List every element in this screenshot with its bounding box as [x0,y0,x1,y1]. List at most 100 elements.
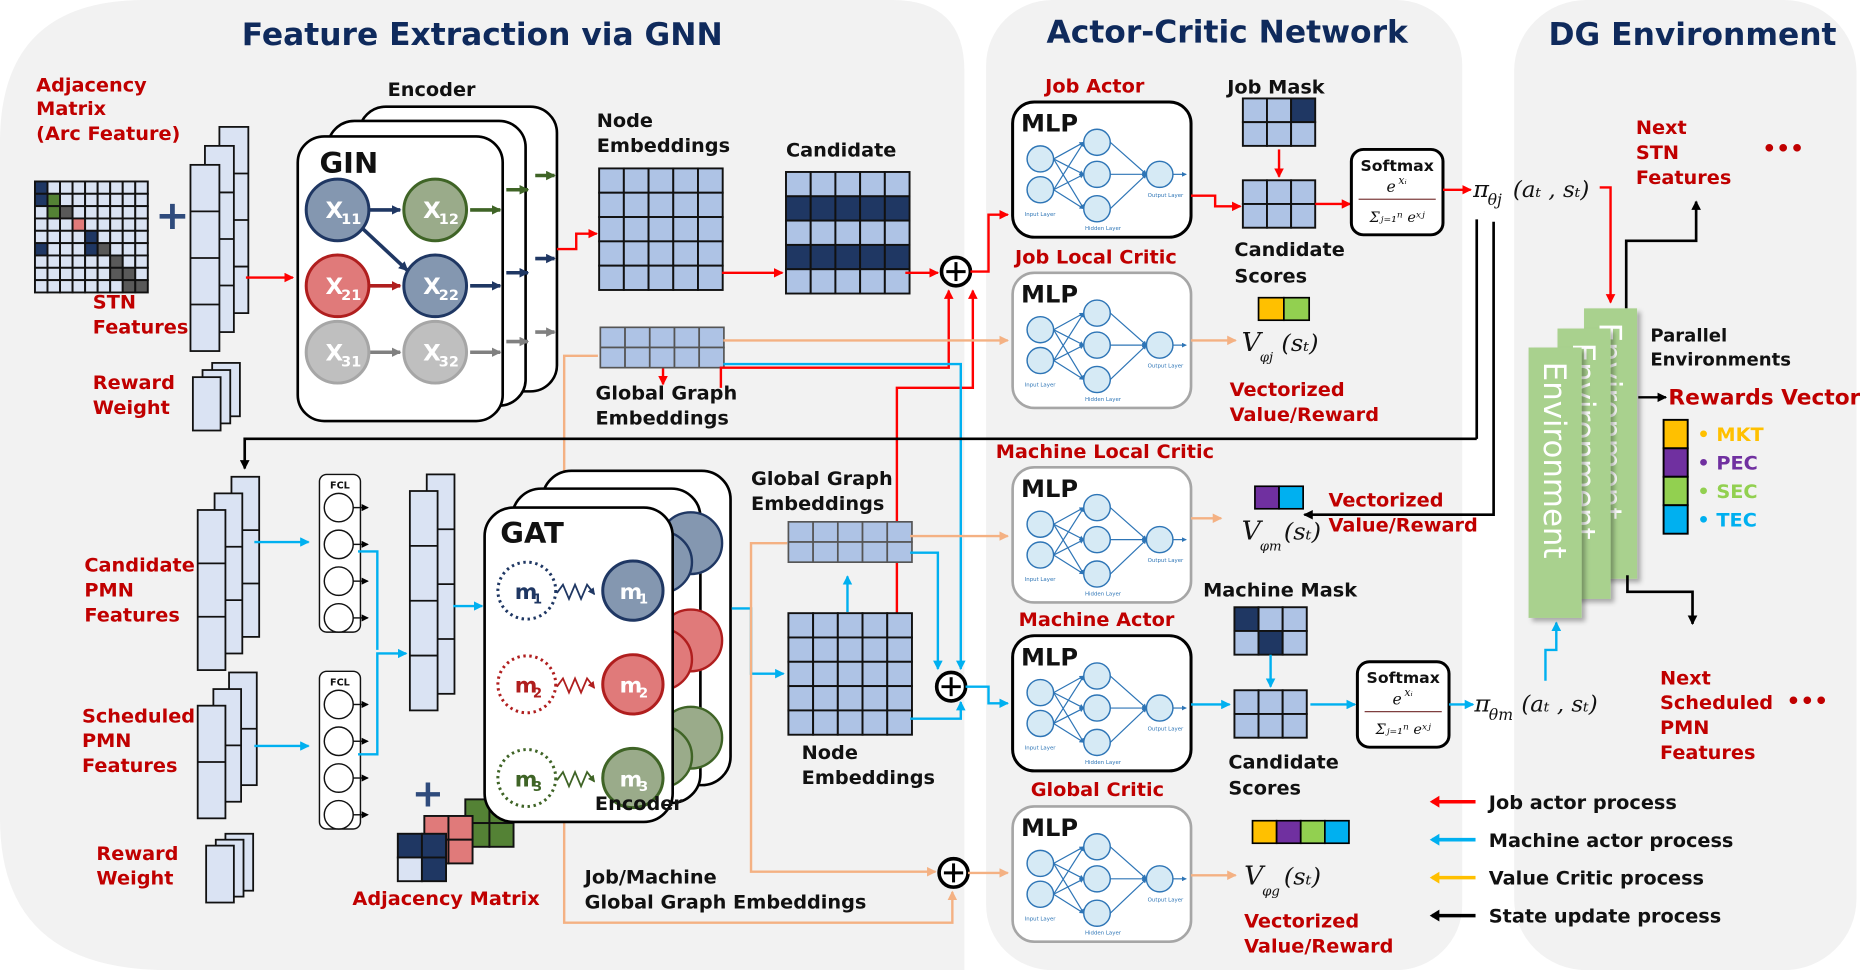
global-embedding-cell [886,521,913,543]
node-embedding-cell [886,709,913,736]
gat-encoder-label: Encoder [595,792,684,815]
adjacency-cell [84,192,99,208]
adjacency-cell [33,279,49,294]
softmax-numerator: e [1387,178,1396,196]
svg-text:Value/Reward: Value/Reward [1244,935,1393,958]
global-embedding-cell [624,346,651,369]
adjacency-cell [59,279,74,294]
environment-card-bg [1528,347,1582,618]
global-embedding-cell [698,326,725,349]
svg-text:Scores: Scores [1234,264,1307,287]
adjacency-cell [96,266,112,282]
candidate-cell [785,243,812,271]
node-embedding-cell [861,685,889,712]
machine-mask-cell [1257,606,1284,632]
mlp-label: MLP [1021,110,1078,138]
svg-text:Environments: Environments [1650,349,1791,370]
svg-text:31: 31 [341,355,361,371]
environment-card: Environment [1528,347,1582,618]
adj-small-cell [447,838,474,865]
mlp-label: MLP [1021,644,1078,672]
job-value-vector [1257,296,1311,322]
mlp-edge [1109,675,1147,709]
mlp-edge [1109,312,1147,346]
candidate-cell [785,219,812,246]
adjacency-cell [71,217,87,232]
svg-text:Embeddings: Embeddings [751,492,884,515]
node-embedding-cell [697,191,724,218]
job-score-cell [1290,203,1317,229]
softmax-denominator: Σⱼ₌₁ⁿ eˣʲ [1368,210,1425,226]
candidate-cell [834,268,862,295]
svg-text:V: V [1242,517,1264,547]
node-embedding-cell [647,240,675,267]
reward-cell-sec [1662,475,1689,507]
candidate-cell [859,243,886,271]
mlp-hidden-layer-label: Hidden Layer [1085,931,1122,937]
adjacency-cell [71,229,87,245]
svg-text:2: 2 [639,686,648,701]
node-embedding-cell [622,191,650,218]
reward-label-sec: • SEC [1697,480,1757,503]
job-mask-matrix [1241,97,1317,147]
mlp-output-layer-label: Output Layer [1148,193,1184,199]
machine-actor-title: Machine Actor [1019,608,1175,631]
adjacency-cell [33,229,49,245]
node-embedding-cell [647,264,675,291]
parallel-environment-cards: EnvironmentEnvironmentEnvironment [1528,308,1638,618]
global-embedding-cell [787,521,814,543]
svg-text:(aₜ , sₜ): (aₜ , sₜ) [1513,177,1589,203]
node-embedding-cell [787,636,815,663]
adjacency-cell [59,192,74,208]
reward-weight-label: Reward Weight [93,371,175,419]
mlp-neuron [1026,709,1055,738]
reward-label-mkt: • MKT [1697,423,1763,446]
mlp-hidden-layer-label: Hidden Layer [1085,760,1122,766]
machine-mask-cell [1281,630,1308,656]
gin-node-x11: X11 [304,177,371,243]
node-embedding-cell [787,685,815,712]
candidate-cell [809,171,837,198]
svg-text:Features: Features [84,604,179,627]
arrow-state-update-machine [239,437,1477,470]
node-embedding-cell [598,216,625,243]
mlp-neuron [1145,694,1174,722]
svg-text:Embeddings: Embeddings [597,134,730,157]
softmax-label: Softmax [1361,157,1434,175]
rewards-vector-label: Rewards Vector [1668,386,1860,411]
global-embedding-cell [624,326,651,349]
mlp-edge [1053,173,1085,191]
node-embedding-cell [812,612,839,639]
reward-label-pec: • PEC [1697,452,1757,475]
ellipsis-bottom: ••• [1787,689,1829,714]
mlp-edge [1053,863,1085,914]
svg-text:θm: θm [1489,706,1513,724]
adjacency-cell [84,205,99,220]
machine-mask-cell [1233,606,1260,632]
mlp-hidden-layer-label: Hidden Layer [1085,591,1122,597]
svg-text:Features: Features [82,754,177,777]
node-embedding-cell [622,240,650,267]
arrow-concat-to-job-actor [970,209,1010,273]
adj-small-cell [420,832,447,859]
global-embedding-cell [836,541,864,563]
adjacency-cell [84,180,99,195]
mlp-edge [1053,141,1085,160]
mlp-output-layer-label: Output Layer [1148,727,1184,733]
candidate-cell [834,171,862,198]
mlp-input-layer-label: Input Layer [1025,383,1057,389]
node-embedding-cell [672,216,699,243]
svg-text:Candidate: Candidate [1228,751,1338,774]
adjacency-cell [46,192,61,208]
global-graph-embeddings-bottom [787,521,913,563]
adjacency-cell [96,192,112,208]
mlp-input-layer-label: Input Layer [1025,577,1057,583]
svg-text:Job/Machine: Job/Machine [583,866,717,889]
svg-text:STN: STN [93,291,136,314]
adjacency-cell [134,279,149,294]
candidate-cell [834,219,862,246]
node-embedding-cell [886,612,913,639]
svg-text:Embeddings: Embeddings [596,407,729,430]
job-actor-title: Job Actor [1043,75,1145,98]
